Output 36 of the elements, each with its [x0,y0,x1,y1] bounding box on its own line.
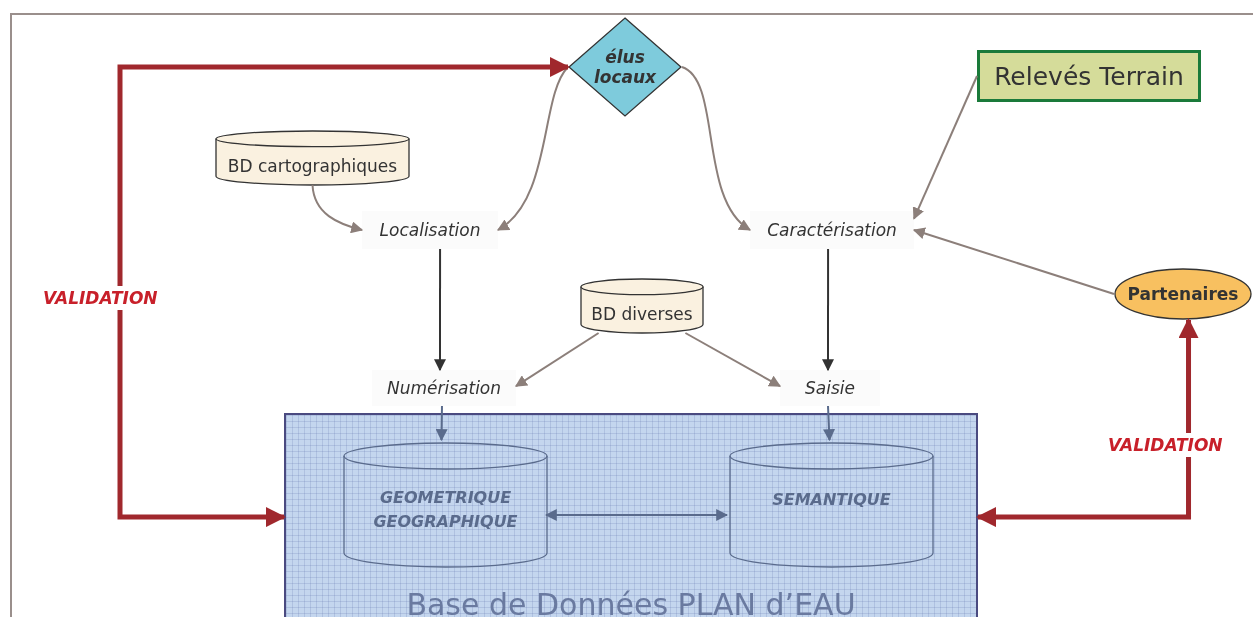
arrow [544,509,729,521]
arrow [684,332,782,388]
node-text: Caractérisation [767,220,897,240]
arrow [434,248,446,372]
arrow [515,332,600,388]
node-text: SEMANTIQUE [772,490,891,511]
arrow [435,405,448,442]
node-text: BD cartographiques [227,154,398,176]
arrow [311,184,364,233]
arrow [912,227,1115,295]
database-cylinder [343,442,548,567]
node-text: Localisation [379,220,481,240]
ellipse-node [1114,268,1252,320]
arrow [912,75,978,220]
step-label [362,211,498,249]
database-cylinder [729,442,934,567]
node-text: GEOMETRIQUE GEOGRAPHIQUE [372,486,519,533]
node-text: élus locaux [592,47,658,87]
arrow [823,405,835,442]
decision-diamond [568,17,682,117]
step-label [780,370,880,406]
node-text: Numérisation [386,378,502,398]
node-text: BD diverses [591,302,693,324]
node-text: Relevés Terrain [994,61,1184,91]
arrow [117,57,570,528]
database-panel [284,413,978,617]
step-label [372,370,516,406]
process-box [977,50,1201,102]
arrow [822,248,834,372]
database-cylinder [215,130,410,185]
step-label [750,211,914,249]
node-text: Partenaires [1127,284,1239,304]
panel-title: Base de Données PLAN d’EAU [406,587,856,617]
database-cylinder [580,278,704,333]
node-text: Saisie [805,378,855,398]
arrow [681,66,751,231]
